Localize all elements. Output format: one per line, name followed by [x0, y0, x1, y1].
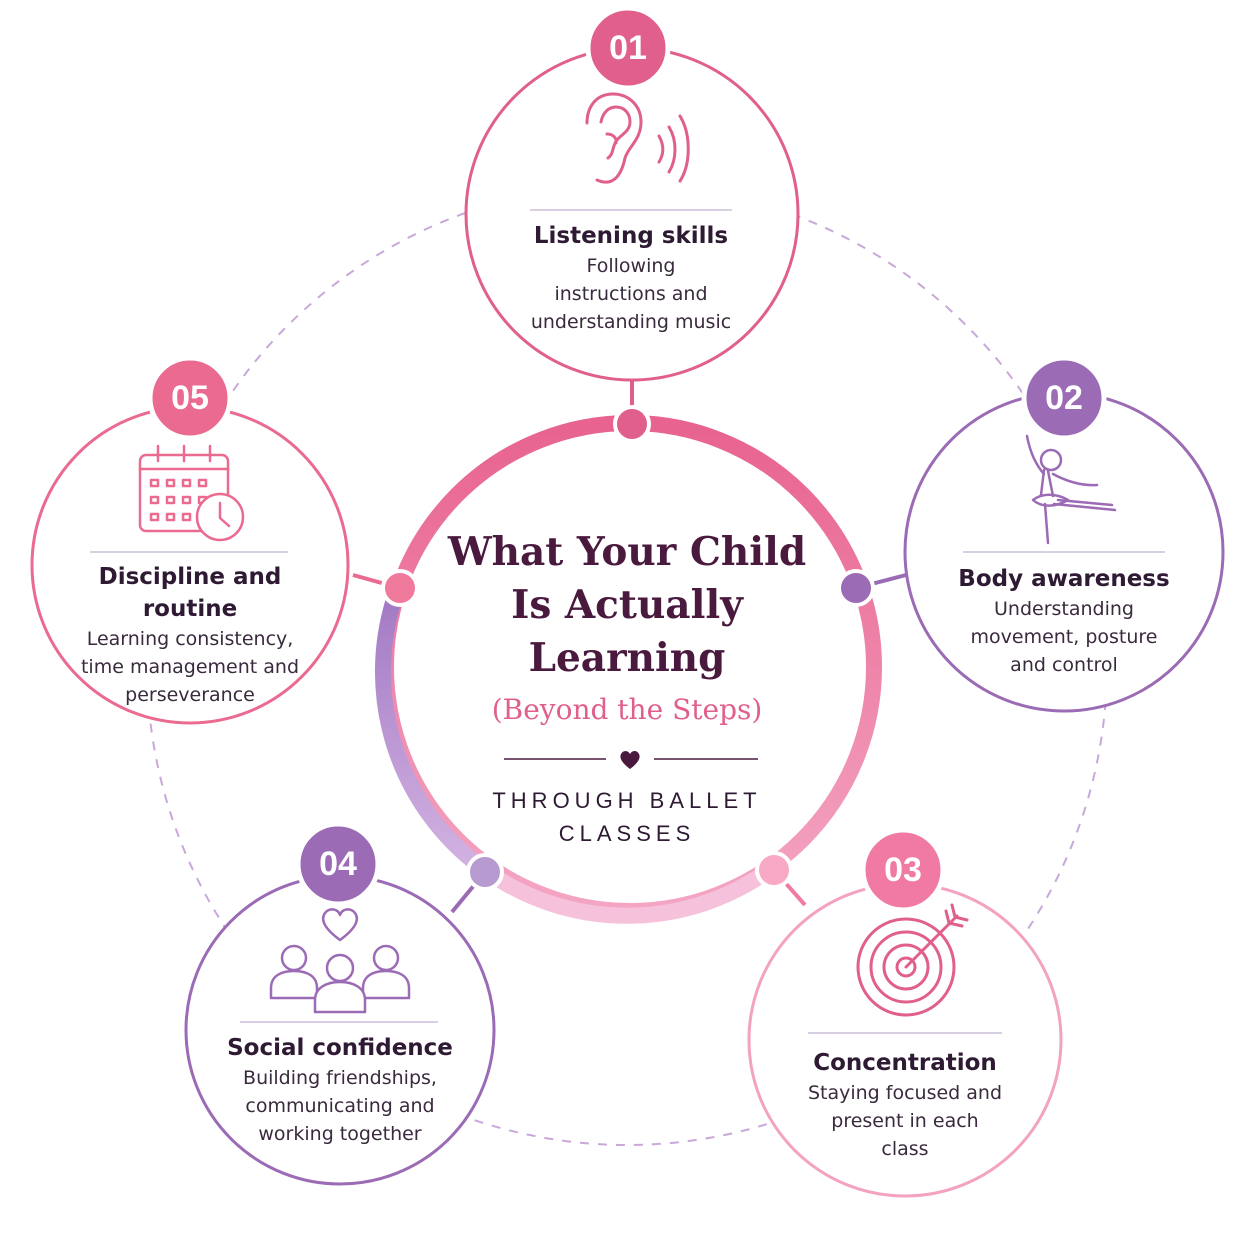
- badge-01: [585, 5, 671, 91]
- badge-number-01: 01: [609, 29, 647, 67]
- heart-icon: [620, 751, 640, 769]
- ear-icon: [585, 92, 690, 184]
- group-heart-icon: [269, 908, 411, 1014]
- badge-number-05: 05: [171, 379, 209, 417]
- card-02: Body awareness Understanding movement, p…: [944, 563, 1184, 679]
- center-subtitle: (Beyond the Steps): [491, 693, 763, 726]
- card-desc-05: Learning consistency, time management an…: [80, 628, 300, 706]
- card-desc-04: Building friendships, communicating and …: [243, 1067, 437, 1145]
- target-icon: [856, 903, 969, 1017]
- center-title: What Your Child Is Actually Learning: [447, 529, 807, 681]
- card-title-01: Listening skills: [533, 223, 729, 249]
- badge-02: [1021, 355, 1107, 441]
- badge-number-02: 02: [1045, 379, 1083, 417]
- badge-05: [147, 355, 233, 441]
- card-01: Listening skills Following instructions …: [510, 220, 752, 336]
- card-desc-03: Staying focused and present in each clas…: [807, 1082, 1003, 1160]
- ballerina-icon: [1025, 434, 1117, 545]
- card-desc-01: Following instructions and understanding…: [530, 255, 732, 333]
- center-ring-bottom-arc: [477, 861, 777, 924]
- connector-dot-03: [755, 851, 793, 889]
- connector-dot-05: [381, 569, 419, 607]
- card-04: Social confidence Building friendships, …: [215, 1032, 465, 1148]
- badge-number-03: 03: [884, 851, 922, 889]
- card-title-03: Concentration: [813, 1050, 997, 1076]
- calendar-clock-icon: [138, 444, 245, 542]
- card-title-02: Body awareness: [958, 566, 1170, 592]
- connector-dot-02: [837, 569, 875, 607]
- badge-04: [295, 821, 381, 907]
- badge-number-04: 04: [319, 845, 357, 883]
- card-03: Concentration Staying focused and presen…: [790, 1047, 1020, 1163]
- connector-dot-04: [466, 853, 504, 891]
- card-05: Discipline and routine Learning consiste…: [70, 561, 310, 709]
- card-desc-02: Understanding movement, posture and cont…: [970, 598, 1158, 676]
- card-title-04: Social confidence: [227, 1035, 453, 1061]
- center-caption: THROUGH BALLET CLASSES: [492, 788, 762, 846]
- card-title-05: Discipline and routine: [98, 564, 282, 622]
- center-ring-left-arc: [374, 593, 487, 875]
- badge-03: [860, 827, 946, 913]
- connector-dot-01: [613, 405, 651, 443]
